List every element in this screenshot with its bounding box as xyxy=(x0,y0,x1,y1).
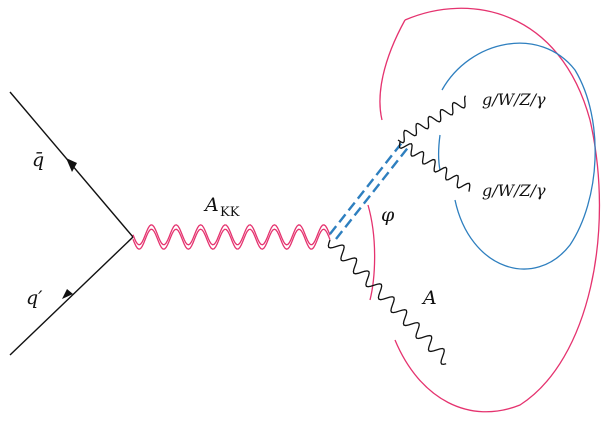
phi-label: φ xyxy=(381,204,395,226)
inner-ellipse xyxy=(441,42,596,270)
boson-bottom-line xyxy=(398,141,471,192)
outer-ellipse xyxy=(394,7,601,413)
outer-ellipse-left-arc xyxy=(379,19,406,121)
phi-scalar xyxy=(329,139,411,240)
a-label: A xyxy=(421,287,437,309)
kk-photon xyxy=(132,224,331,250)
boson-top-line xyxy=(397,95,467,144)
qprime-line xyxy=(9,236,134,356)
kk-photon-label: A xyxy=(203,194,219,216)
inner-ellipse-short-arc xyxy=(437,134,441,171)
a-boson-line xyxy=(327,239,447,366)
qprime-arrow xyxy=(62,289,73,299)
phi-arc xyxy=(367,204,376,301)
qbar-label: q̄ xyxy=(32,149,44,171)
boson-bottom-label: g/W/Z/γ xyxy=(482,181,546,200)
kk-photon-label-sub: KK xyxy=(220,205,240,220)
qbar-arrow xyxy=(66,158,77,172)
qprime-label: q′ xyxy=(26,287,43,309)
boson-top-label: g/W/Z/γ xyxy=(482,90,546,109)
